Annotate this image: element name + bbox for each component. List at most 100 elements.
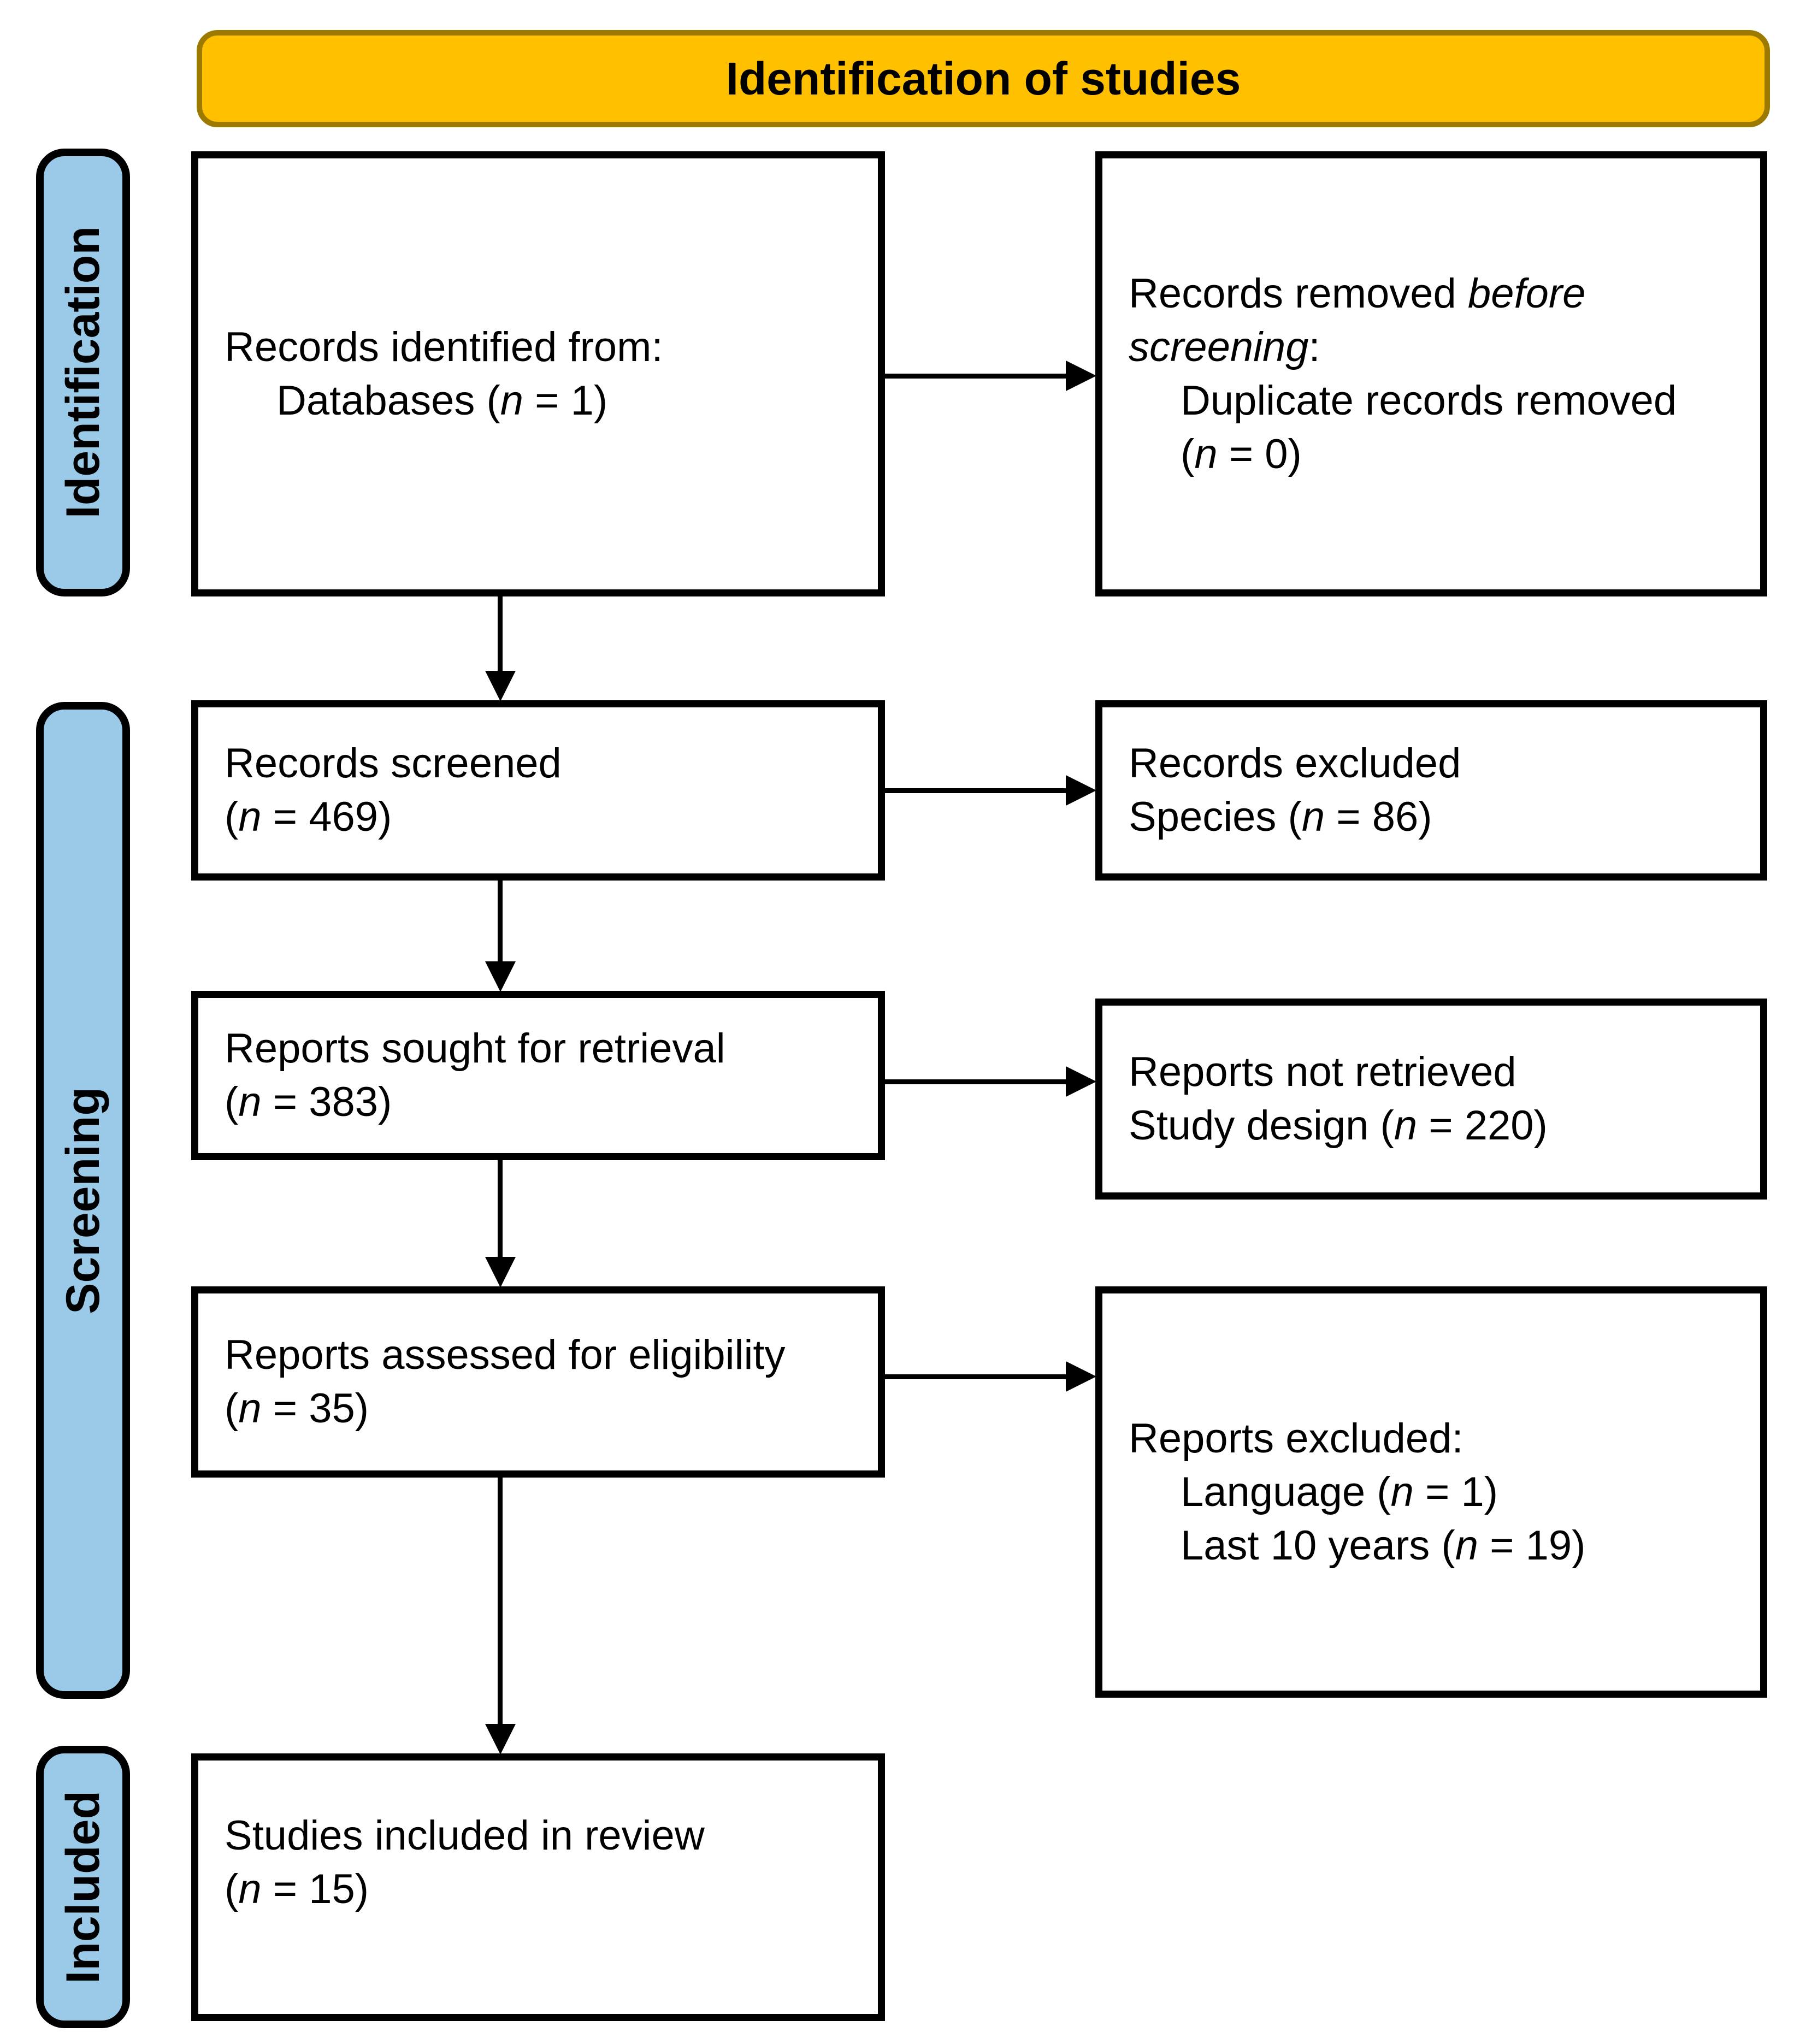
text-segment: ( bbox=[1181, 430, 1195, 477]
text-segment: ( bbox=[225, 794, 239, 840]
box-records-excluded: Records excluded Species (n = 86) bbox=[1095, 700, 1767, 881]
text-segment: Language ( bbox=[1181, 1468, 1391, 1515]
arrow-assessed-to-included-head bbox=[485, 1724, 516, 1754]
text-segment-italic-n: n bbox=[1394, 1102, 1418, 1149]
box-records-screened: Records screened (n = 469) bbox=[191, 700, 885, 881]
arrow-sought-to-assessed-line bbox=[498, 1160, 503, 1259]
text-segment: = 35) bbox=[261, 1385, 369, 1432]
text-segment-italic-n: n bbox=[1455, 1522, 1478, 1569]
text-line: screening: bbox=[1129, 321, 1740, 374]
text-line: Study design (n = 220) bbox=[1129, 1099, 1740, 1153]
text-segment-italic-n: n bbox=[500, 377, 524, 424]
text-line: (n = 383) bbox=[225, 1076, 858, 1129]
stage-label-included: Included bbox=[36, 1746, 130, 2028]
text-segment: = 15) bbox=[261, 1866, 369, 1912]
text-line: (n = 15) bbox=[225, 1863, 858, 1916]
text-segment: = 220) bbox=[1417, 1102, 1548, 1149]
arrow-assessed-to-included-line bbox=[498, 1478, 503, 1726]
arrow-sought-to-assessed-head bbox=[485, 1257, 516, 1287]
text-segment: Records removed bbox=[1129, 270, 1468, 317]
text-segment: Studies included in review bbox=[225, 1812, 705, 1859]
text-segment: Last 10 years ( bbox=[1181, 1522, 1455, 1569]
text-line: (n = 35) bbox=[225, 1382, 858, 1435]
box-reports-not-retrieved-text: Reports not retrieved Study design (n = … bbox=[1102, 1045, 1760, 1153]
text-segment: Reports excluded: bbox=[1129, 1415, 1463, 1462]
box-reports-assessed: Reports assessed for eligibility (n = 35… bbox=[191, 1286, 885, 1478]
banner-identification-of-studies: Identification of studies bbox=[197, 30, 1770, 127]
text-line: Records removed before bbox=[1129, 267, 1740, 321]
text-line: Records screened bbox=[225, 737, 858, 790]
stage-label-included-text: Included bbox=[56, 1790, 109, 1984]
stage-label-screening-text: Screening bbox=[56, 1086, 109, 1314]
box-reports-assessed-text: Reports assessed for eligibility (n = 35… bbox=[198, 1328, 878, 1435]
box-records-removed-text: Records removed before screening: Duplic… bbox=[1102, 267, 1760, 481]
arrow-sought-to-notretrieved-line bbox=[885, 1079, 1068, 1084]
arrow-screened-to-excluded-head bbox=[1066, 775, 1096, 806]
box-studies-included: Studies included in review (n = 15) bbox=[191, 1753, 885, 2021]
text-line: Species (n = 86) bbox=[1129, 790, 1740, 844]
banner-title: Identification of studies bbox=[725, 52, 1241, 104]
arrow-sought-to-notretrieved-head bbox=[1066, 1066, 1096, 1097]
text-segment: = 383) bbox=[261, 1079, 392, 1125]
box-records-removed-before-screening: Records removed before screening: Duplic… bbox=[1095, 151, 1767, 596]
text-segment: Species ( bbox=[1129, 794, 1302, 840]
text-line: Studies included in review bbox=[225, 1809, 858, 1863]
text-segment: = 1) bbox=[523, 377, 608, 424]
text-segment: ( bbox=[225, 1385, 239, 1432]
arrow-screened-to-sought-head bbox=[485, 961, 516, 992]
arrow-identified-to-screened-head bbox=[485, 671, 516, 701]
arrow-identified-to-removed-line bbox=[885, 374, 1068, 379]
text-segment: Reports not retrieved bbox=[1129, 1049, 1516, 1095]
text-segment-italic-n: n bbox=[1194, 430, 1218, 477]
text-segment: Records excluded bbox=[1129, 740, 1461, 787]
text-segment: Databases ( bbox=[276, 377, 500, 424]
text-segment: Records identified from: bbox=[225, 323, 663, 370]
box-records-screened-text: Records screened (n = 469) bbox=[198, 737, 878, 844]
box-reports-sought-text: Reports sought for retrieval (n = 383) bbox=[198, 1022, 878, 1129]
box-reports-sought: Reports sought for retrieval (n = 383) bbox=[191, 991, 885, 1160]
stage-label-identification-text: Identification bbox=[56, 226, 109, 519]
text-segment: = 86) bbox=[1325, 794, 1432, 840]
box-records-identified: Records identified from: Databases (n = … bbox=[191, 151, 885, 596]
text-line: Reports assessed for eligibility bbox=[225, 1328, 858, 1382]
text-line: Records excluded bbox=[1129, 737, 1740, 790]
text-segment: Records screened bbox=[225, 740, 562, 787]
box-records-identified-text: Records identified from: Databases (n = … bbox=[198, 321, 878, 428]
text-segment: = 19) bbox=[1478, 1522, 1586, 1569]
text-line: (n = 469) bbox=[225, 790, 858, 844]
text-segment-italic-n: n bbox=[238, 1866, 262, 1912]
box-reports-not-retrieved: Reports not retrieved Study design (n = … bbox=[1095, 999, 1767, 1200]
text-segment-italic-n: n bbox=[238, 1079, 262, 1125]
text-segment: ( bbox=[225, 1079, 239, 1125]
text-segment: Reports assessed for eligibility bbox=[225, 1332, 786, 1378]
box-studies-included-text: Studies included in review (n = 15) bbox=[198, 1809, 878, 1965]
box-reports-excluded: Reports excluded: Language (n = 1) Last … bbox=[1095, 1286, 1767, 1698]
text-line: Language (n = 1) bbox=[1129, 1466, 1740, 1519]
arrow-screened-to-excluded-line bbox=[885, 788, 1068, 793]
text-segment: = 0) bbox=[1217, 430, 1302, 477]
text-line: Databases (n = 1) bbox=[225, 374, 858, 428]
text-segment: Duplicate records removed bbox=[1181, 377, 1677, 424]
arrow-identified-to-removed-head bbox=[1066, 361, 1096, 391]
box-records-excluded-text: Records excluded Species (n = 86) bbox=[1102, 737, 1760, 844]
stage-label-screening: Screening bbox=[36, 702, 130, 1699]
text-line: Duplicate records removed bbox=[1129, 374, 1740, 428]
arrow-identified-to-screened-line bbox=[498, 596, 503, 674]
text-segment: ( bbox=[225, 1866, 239, 1912]
arrow-assessed-to-repexcluded-line bbox=[885, 1374, 1068, 1379]
stage-label-identification: Identification bbox=[36, 149, 130, 596]
text-segment-italic-n: n bbox=[1301, 794, 1325, 840]
text-segment-italic: before bbox=[1467, 270, 1586, 317]
text-segment: : bbox=[1308, 323, 1320, 370]
text-segment: Study design ( bbox=[1129, 1102, 1394, 1149]
text-line: Last 10 years (n = 19) bbox=[1129, 1519, 1740, 1573]
text-line: (n = 0) bbox=[1129, 428, 1740, 481]
text-segment-italic-n: n bbox=[238, 1385, 262, 1432]
arrow-assessed-to-repexcluded-head bbox=[1066, 1361, 1096, 1392]
text-segment: = 469) bbox=[261, 794, 392, 840]
text-line: Records identified from: bbox=[225, 321, 858, 374]
text-line: Reports not retrieved bbox=[1129, 1045, 1740, 1099]
arrow-screened-to-sought-line bbox=[498, 881, 503, 962]
text-line: Reports sought for retrieval bbox=[225, 1022, 858, 1076]
